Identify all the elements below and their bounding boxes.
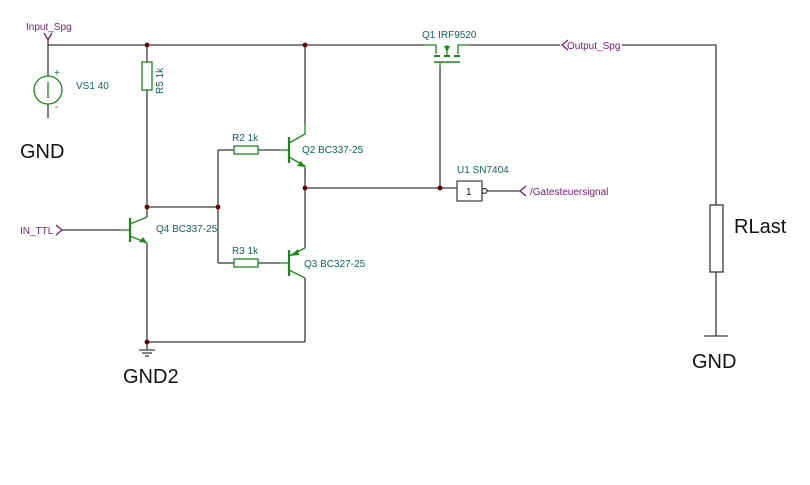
u1-inversion-bubble — [481, 187, 488, 195]
voltage-source-vs1: + - VS1 40 — [33, 68, 109, 113]
r2-ref-label: R2 1k — [232, 133, 259, 144]
inverter-u1: 1 U1 SN7404 — [456, 165, 509, 202]
gnd-right-label: GND — [692, 351, 736, 373]
load-resistor-rlast: RLast — [709, 204, 787, 273]
source-circle — [33, 75, 63, 105]
input-net-label: Input_Spg — [26, 22, 72, 33]
rlast-body — [709, 204, 724, 273]
resistor-r5: R5 1k — [141, 61, 166, 94]
vs1-minus-label: - — [55, 102, 58, 113]
in-ttl-net-label: IN_TTL — [20, 226, 54, 237]
u1-symbol-label: 1 — [466, 187, 472, 198]
q3-ref-label: Q3 BC327-25 — [304, 259, 366, 270]
gnd2-symbol-lines — [139, 349, 155, 357]
gate-signal-net-label: /Gatesteuersignal — [530, 187, 608, 198]
r3-body — [233, 258, 259, 268]
gnd2-symbol: GND2 — [123, 349, 179, 388]
q1-source-lead — [457, 44, 468, 54]
input-net-flag: Input_Spg — [26, 22, 72, 42]
u1-ref-label: U1 SN7404 — [457, 165, 509, 176]
junction-dot — [437, 185, 443, 191]
q1-ref-label: Q1 IRF9520 — [422, 30, 477, 41]
vs1-ref-label: VS1 40 — [76, 81, 109, 92]
gnd2-label: GND2 — [123, 366, 179, 388]
q4-emitter-arrow — [139, 237, 147, 243]
junction-dot — [302, 42, 308, 48]
q3-emitter-arrow — [290, 249, 299, 256]
output-net-flag: Output_Spg — [560, 39, 620, 52]
r5-ref-label: R5 1k — [155, 67, 166, 94]
mosfet-q1: Q1 IRF9520 — [422, 30, 477, 68]
vs1-plus-label: + — [54, 68, 60, 79]
q4-ref-label: Q4 BC337-25 — [156, 224, 218, 235]
transistor-q4: Q4 BC337-25 — [120, 216, 218, 244]
q4-collector-lead — [129, 216, 148, 225]
resistor-r3: R3 1k — [232, 246, 259, 268]
junction-dot — [144, 204, 150, 210]
rlast-ref-label: RLast — [734, 216, 787, 238]
q3-collector-lead — [288, 269, 306, 279]
gate-signal-net-flag: /Gatesteuersignal — [518, 185, 608, 198]
junction-dot — [302, 185, 308, 191]
gnd-left-label: GND — [20, 141, 64, 163]
gnd-right-symbol: GND — [692, 335, 736, 373]
r3-ref-label: R3 1k — [232, 246, 259, 257]
in-ttl-net-flag: IN_TTL — [20, 224, 64, 237]
q2-ref-label: Q2 BC337-25 — [302, 145, 364, 156]
transistor-q3: Q3 BC327-25 — [280, 247, 366, 279]
junctions — [144, 42, 443, 345]
load-top-wire — [622, 44, 717, 205]
q2-emitter-arrow — [297, 161, 305, 167]
q2-collector-lead — [288, 124, 306, 144]
junction-dot — [144, 339, 150, 345]
resistor-r2: R2 1k — [232, 133, 259, 155]
q2-emitter-lead — [288, 156, 306, 168]
q1-body-arrow — [444, 46, 450, 52]
wires — [47, 40, 717, 350]
output-net-label: Output_Spg — [567, 41, 620, 52]
q1-drain-lead — [425, 44, 437, 54]
transistor-q2: Q2 BC337-25 — [280, 124, 364, 168]
r5-body — [141, 61, 153, 91]
r2-body — [233, 145, 259, 155]
junction-dot — [215, 204, 221, 210]
junction-dot — [144, 42, 150, 48]
